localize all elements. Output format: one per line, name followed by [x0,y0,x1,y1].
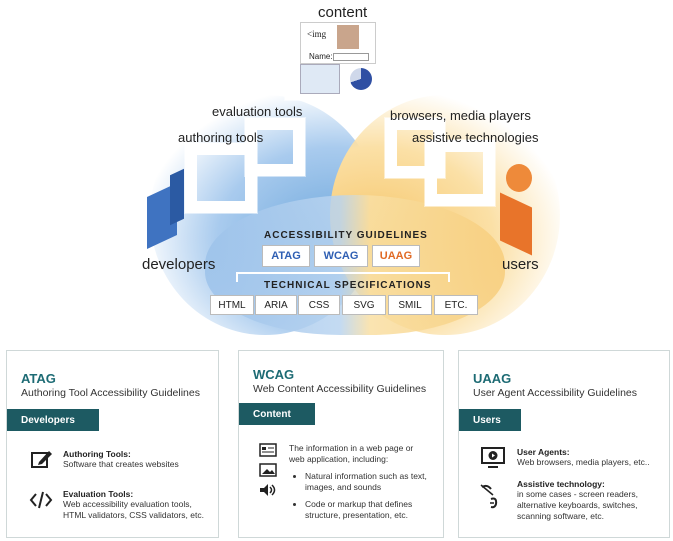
list-item: Evaluation Tools: Web accessibility eval… [63,489,204,520]
guideline-atag: ATAG [262,245,310,267]
card-uaag: UAAG User Agent Accessibility Guidelines… [458,350,670,538]
card-title: WCAG [253,367,295,382]
developers-label: developers [142,256,216,273]
spec-css: CSS [298,295,340,315]
card-atag: ATAG Authoring Tool Accessibility Guidel… [6,350,219,538]
card-pill: Content [239,403,315,425]
users-label: users [502,256,539,273]
evaluation-tools-label: evaluation tools [212,104,303,119]
pie-chart-icon [350,68,372,90]
specs-bracket [236,272,450,282]
content-thumb-img: <img Name: [300,22,376,64]
card-title: UAAG [473,371,512,386]
spec-aria: ARIA [255,295,297,315]
guideline-uaag: UAAG [372,245,420,267]
browsers-label: browsers, media players [390,108,531,123]
portrait-image [337,25,359,49]
weather-widget [300,64,340,94]
technical-specifications-header: TECHNICAL SPECIFICATIONS [264,280,432,291]
spec-etc: ETC. [434,295,478,315]
monitor-play-icon [481,447,505,474]
wcag-intro: The information in a web page or web app… [289,443,414,464]
code-icon [29,491,53,514]
list-item: Natural information such as text, images… [305,471,427,493]
diagram: <img Name: content evaluation tools auth… [142,4,560,335]
sound-icon [259,483,277,502]
guideline-wcag: WCAG [314,245,368,267]
spec-svg: SVG [342,295,386,315]
edit-icon [31,449,53,474]
list-item: User Agents: Web browsers, media players… [517,447,650,467]
authoring-tools-label: authoring tools [178,130,264,145]
assistive-icon [479,483,501,516]
wcag-bullets: Natural information such as text, images… [297,471,427,521]
list-item: Code or markup that defines structure, p… [305,499,427,521]
assistive-technologies-label: assistive technologies [412,130,539,145]
card-pill: Developers [7,409,99,431]
card-subtitle: Web Content Accessibility Guidelines [253,383,427,395]
card-title: ATAG [21,371,56,386]
list-item: Authoring Tools: Software that creates w… [63,449,179,469]
image-icon [259,463,277,482]
card-wcag: WCAG Web Content Accessibility Guideline… [238,350,444,538]
article-icon [259,443,277,462]
spec-smil: SMIL [388,295,432,315]
accessibility-guidelines-header: ACCESSIBILITY GUIDELINES [264,230,428,241]
content-label: content [318,4,368,21]
spec-html: HTML [210,295,254,315]
assistive-frame [425,140,495,206]
user-head-icon [506,164,532,192]
card-subtitle: Authoring Tool Accessibility Guidelines [21,387,200,399]
list-item: Assistive technology: in some cases - sc… [517,479,638,521]
card-pill: Users [459,409,521,431]
evaluation-tools-frame [245,118,305,176]
card-subtitle: User Agent Accessibility Guidelines [473,387,637,399]
